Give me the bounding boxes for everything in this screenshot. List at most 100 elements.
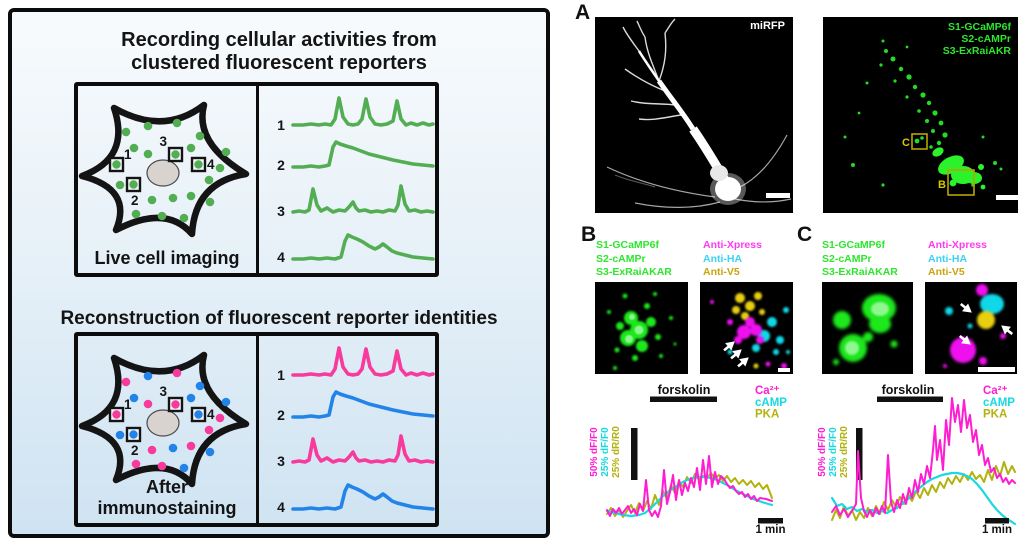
- svg-text:4: 4: [207, 157, 215, 172]
- ylabel-camp: 25% dF/F0: [600, 427, 611, 477]
- green-blob-highlights: [625, 314, 644, 343]
- stain-blobs: [710, 292, 790, 369]
- panel-c-antibody-labels: Anti-Xpress Anti-HA Anti-V5: [928, 239, 987, 280]
- reporter-label: S2-cAMPr: [822, 252, 872, 265]
- pink-blue-traces: 1 2 3 4: [259, 336, 435, 523]
- legend-camp: cAMP: [755, 397, 787, 409]
- cell-drawing-stained: 1 2 3 4: [78, 351, 250, 488]
- title-line-3: Reconstruction of fluorescent reporter i…: [60, 308, 498, 329]
- panel-b-antibody-labels: Anti-Xpress Anti-HA Anti-V5: [703, 239, 762, 280]
- reporter-label: S1-GCaMP6f: [596, 239, 660, 251]
- mirfp-neuron-image: miRFP: [595, 17, 793, 213]
- legend-camp: cAMP: [983, 397, 1015, 409]
- svg-text:1: 1: [124, 397, 132, 412]
- svg-text:4: 4: [277, 499, 285, 515]
- svg-text:2: 2: [131, 443, 139, 458]
- antibody-label: Anti-HA: [703, 252, 743, 265]
- antibody-label: Anti-V5: [928, 266, 965, 278]
- box-divider: [256, 86, 259, 273]
- svg-text:3: 3: [159, 384, 167, 399]
- box-divider: [256, 336, 259, 523]
- ylabel-pka: 25% dR/R0: [839, 426, 850, 478]
- svg-text:4: 4: [277, 249, 285, 265]
- ylabel-ca: 50% dF/F0: [817, 427, 828, 477]
- svg-text:2: 2: [131, 193, 139, 208]
- antibody-label: Anti-V5: [703, 266, 740, 278]
- ylabel-pka: 25% dR/R0: [611, 426, 622, 478]
- scale-bar: [978, 367, 1015, 372]
- panel-b-reporter-labels: S1-GCaMP6f S2-cAMPr S3-ExRaiAKAR: [596, 239, 672, 280]
- roi-box-c: [911, 133, 928, 150]
- bottom-section-title: Reconstruction of fluorescent reporter i…: [12, 308, 546, 330]
- pointer-arrows: [958, 302, 1014, 345]
- time-scale-bar: [758, 518, 783, 524]
- panel-b-label: B: [581, 223, 597, 246]
- reporter-tag-3: S3-ExRaiAKR: [943, 45, 1012, 57]
- svg-text:3: 3: [159, 134, 167, 149]
- forskolin-label: forskolin: [882, 383, 935, 397]
- roi-b-label: B: [938, 179, 946, 191]
- reporter-tag-2: S2-cAMPr: [961, 33, 1011, 45]
- svg-text:4: 4: [207, 407, 215, 422]
- reporter-label: S3-ExRaiAKAR: [822, 266, 898, 278]
- panel-a-label: A: [575, 1, 591, 24]
- ylabel-camp: 25% dF/F0: [828, 427, 839, 477]
- antibody-label: Anti-Xpress: [703, 239, 762, 251]
- forskolin-bar: [650, 396, 717, 402]
- legend-ca: Ca²⁺: [983, 385, 1008, 397]
- legend-pka: PKA: [755, 409, 779, 421]
- reporter-label: S1-GCaMP6f: [822, 239, 886, 251]
- scale-bar: [766, 193, 790, 198]
- svg-text:1: 1: [277, 367, 285, 383]
- panel-c-label: C: [797, 223, 813, 246]
- roi-c-label: C: [902, 137, 910, 149]
- soma: [715, 177, 741, 201]
- legend-ca: Ca²⁺: [755, 385, 780, 397]
- panel-c-timecourse-plot: forskolin Ca²⁺ cAMP PKA 50% dF/F0 25% dF…: [817, 383, 1017, 536]
- scale-bar: [996, 195, 1018, 200]
- pink-blue-trace-plot: 1 2 3 4: [277, 346, 435, 515]
- live-cell-imaging-label: Live cell imaging: [94, 248, 240, 268]
- title-line-1: Recording cellular activities from: [121, 29, 437, 51]
- stain-blobs: [943, 284, 1006, 368]
- puncta: [843, 39, 1003, 187]
- panel-b-green-image: [595, 282, 688, 374]
- svg-text:2: 2: [277, 407, 285, 423]
- live-imaging-box: 1 2 3 4 Live cell imaging 1 2 3 4: [74, 82, 439, 277]
- proximal-blob: [710, 165, 728, 181]
- traces: [605, 455, 774, 518]
- top-section-title: Recording cellular activities from clust…: [12, 29, 546, 75]
- forskolin-label: forskolin: [658, 383, 711, 397]
- time-scale-bar: [985, 518, 1009, 524]
- distal-neurites: [606, 134, 792, 208]
- reporter-label: S3-ExRaiAKAR: [596, 266, 672, 278]
- scale-bar-vertical: [631, 428, 638, 480]
- svg-text:1: 1: [124, 147, 132, 162]
- cell-diagram-live: 1 2 3 4 Live cell imaging: [78, 86, 256, 273]
- ylabel-ca: 50% dF/F0: [589, 427, 600, 477]
- legend-pka: PKA: [983, 409, 1007, 421]
- svg-text:3: 3: [277, 203, 285, 219]
- panel-b-timecourse-plot: forskolin Ca²⁺ cAMP PKA 50% dF/F0 25% dF…: [589, 383, 787, 536]
- svg-text:3: 3: [277, 453, 285, 469]
- roi-boxes: [911, 133, 975, 196]
- schematic-panel: Recording cellular activities from clust…: [8, 8, 550, 538]
- panel-c-antibody-image: [925, 282, 1017, 374]
- time-scale-label: 1 min: [982, 524, 1012, 536]
- reporter-label: S2-cAMPr: [596, 252, 646, 265]
- cell-drawing-live: 1 2 3 4: [78, 101, 250, 238]
- time-scale-label: 1 min: [755, 524, 785, 536]
- scale-bar: [778, 368, 790, 372]
- green-blob-highlights: [845, 302, 889, 355]
- scale-bar-vertical: [856, 428, 863, 480]
- traces: [830, 397, 1017, 526]
- roi-box-b: [947, 169, 975, 196]
- reporter-tag-1: S1-GCaMP6f: [948, 21, 1012, 33]
- panel-c-green-image: [822, 282, 913, 374]
- reporter-puncta-image: C B S1-GCaMP6f S2-cAMPr S3-ExRaiAKR: [823, 17, 1018, 213]
- title-line-2: clustered fluorescent reporters: [131, 52, 427, 74]
- panel-c-reporter-labels: S1-GCaMP6f S2-cAMPr S3-ExRaiAKAR: [822, 239, 898, 280]
